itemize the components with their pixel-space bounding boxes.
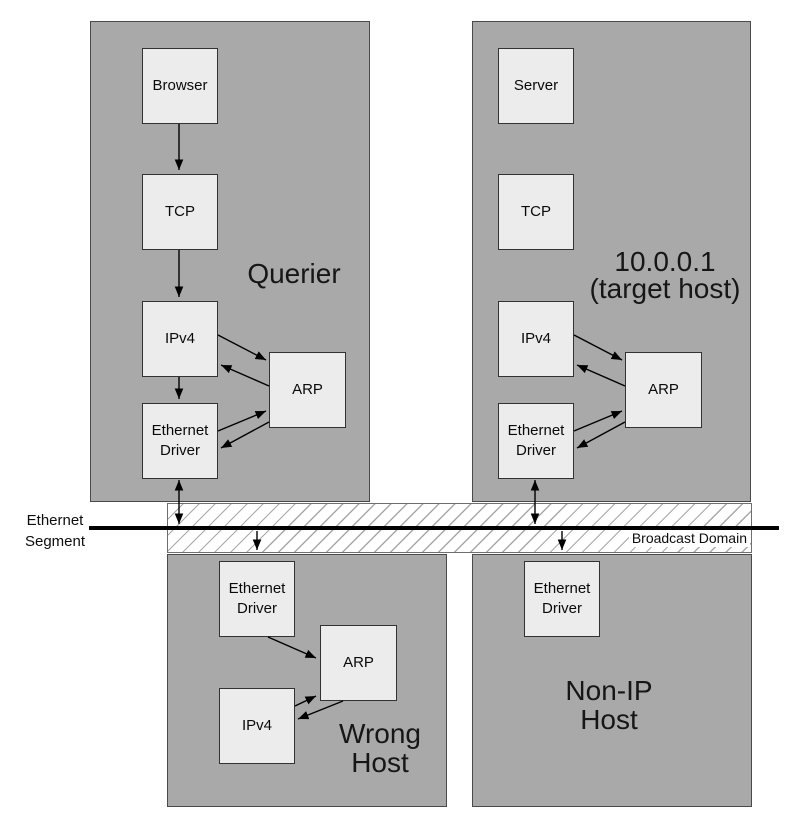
box-label: IPv4 — [241, 717, 272, 734]
host-wrong-label: Wrong Host — [300, 719, 460, 777]
box-wrong-arp: ARP — [320, 625, 397, 701]
box-label: Browser — [152, 77, 208, 94]
host-target: Server TCP IPv4 Ethernet Driver ARP 10.0… — [472, 21, 751, 502]
box-label: Ethernet Driver — [507, 422, 565, 459]
host-target-label-line1: 10.0.0.1 — [614, 246, 716, 277]
box-label: Ethernet Driver — [228, 580, 286, 617]
box-label: IPv4 — [164, 330, 195, 347]
broadcast-domain-label: Broadcast Domain — [628, 529, 750, 547]
box-target-tcp: TCP — [498, 174, 574, 250]
box-label: TCP — [521, 203, 551, 220]
box-label: Ethernet Driver — [533, 580, 591, 617]
box-label: TCP — [165, 203, 195, 220]
host-target-label-line2: (target host) — [589, 273, 741, 304]
host-querier: Browser TCP IPv4 Ethernet Driver ARP Que… — [90, 21, 370, 502]
host-nonip: Ethernet Driver Non-IP Host — [472, 554, 752, 807]
box-querier-arp: ARP — [269, 352, 346, 428]
host-target-label: 10.0.0.1 (target host) — [575, 246, 755, 304]
host-wrong: Ethernet Driver ARP IPv4 Wrong Host — [167, 554, 447, 807]
host-nonip-label-line1: Non-IP — [565, 675, 653, 706]
box-target-ethernet-driver: Ethernet Driver — [498, 403, 574, 479]
box-label: Ethernet Driver — [151, 422, 209, 459]
box-nonip-ethernet-driver: Ethernet Driver — [524, 561, 600, 637]
host-wrong-label-line2: Host — [351, 747, 409, 778]
box-querier-ipv4: IPv4 — [142, 301, 218, 377]
ethernet-segment-label: Ethernet Segment — [6, 510, 104, 552]
box-wrong-ipv4: IPv4 — [219, 688, 295, 764]
box-target-arp: ARP — [625, 352, 702, 428]
box-label: ARP — [343, 654, 374, 671]
box-wrong-ethernet-driver: Ethernet Driver — [219, 561, 295, 637]
box-label: Server — [513, 77, 559, 94]
box-target-ipv4: IPv4 — [498, 301, 574, 377]
box-label: IPv4 — [520, 330, 551, 347]
box-target-server: Server — [498, 48, 574, 124]
host-nonip-label-line2: Host — [580, 704, 638, 735]
box-querier-tcp: TCP — [142, 174, 218, 250]
host-wrong-label-line1: Wrong — [339, 718, 421, 749]
box-label: ARP — [648, 381, 679, 398]
ethernet-segment-label-line1: Ethernet — [26, 512, 84, 529]
box-querier-ethernet-driver: Ethernet Driver — [142, 403, 218, 479]
host-querier-label: Querier — [247, 258, 341, 289]
ethernet-segment-label-line2: Segment — [24, 533, 86, 550]
box-querier-browser: Browser — [142, 48, 218, 124]
box-label: ARP — [292, 381, 323, 398]
host-nonip-label: Non-IP Host — [529, 676, 689, 734]
